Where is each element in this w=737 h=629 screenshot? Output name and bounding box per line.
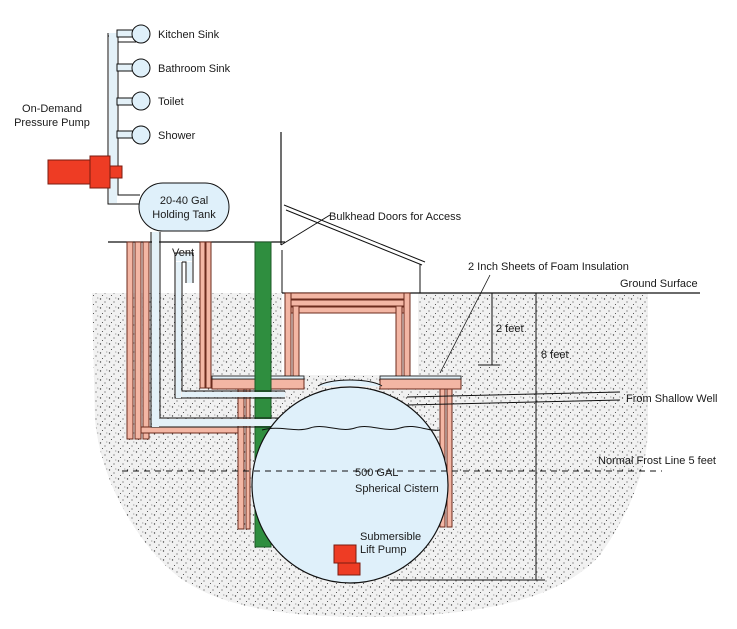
- frost-line-label: Normal Frost Line 5 feet: [598, 455, 716, 467]
- cistern: [251, 379, 449, 584]
- insulation-label: 2 Inch Sheets of Foam Insulation: [468, 261, 629, 273]
- dimension-lines: [390, 293, 545, 581]
- depth-8-label: 8 feet: [541, 349, 569, 361]
- cistern-label-2: Spherical Cistern: [355, 483, 439, 495]
- shallow-well-label: From Shallow Well: [626, 393, 718, 405]
- bulkhead-label: Bulkhead Doors for Access: [329, 211, 462, 223]
- fixture-label-toilet: Toilet: [158, 96, 184, 108]
- lift-pump-label-2: Lift Pump: [360, 544, 406, 556]
- fixture-branches: [116, 29, 138, 139]
- insulation-leader: [439, 274, 491, 374]
- bulkhead-doors: [280, 204, 426, 293]
- fixture-label-bathroom-sink: Bathroom Sink: [158, 63, 231, 75]
- pressure-pump-label-1: On-Demand: [22, 103, 82, 115]
- pressure-pump-label-2: Pressure Pump: [14, 117, 90, 129]
- depth-2-label: 2 feet: [496, 323, 524, 335]
- fixture-label-shower: Shower: [158, 130, 196, 142]
- fixture-label-kitchen-sink: Kitchen Sink: [158, 29, 220, 41]
- lift-pump: [333, 544, 361, 576]
- lift-pump-label-1: Submersible: [360, 531, 421, 543]
- vent-label: Vent: [172, 247, 194, 259]
- pressure-pump: [47, 155, 123, 189]
- labels: Kitchen Sink Bathroom Sink Toilet Shower…: [14, 29, 717, 556]
- fixture-circles: [131, 24, 151, 145]
- cistern-label-1: 500 GAL: [355, 467, 398, 479]
- holding-tank-label-1: 20-40 Gal: [160, 195, 208, 207]
- holding-tank-label-2: Holding Tank: [152, 209, 216, 221]
- ground-surface-label: Ground Surface: [620, 278, 698, 290]
- holding-tank: [138, 182, 230, 232]
